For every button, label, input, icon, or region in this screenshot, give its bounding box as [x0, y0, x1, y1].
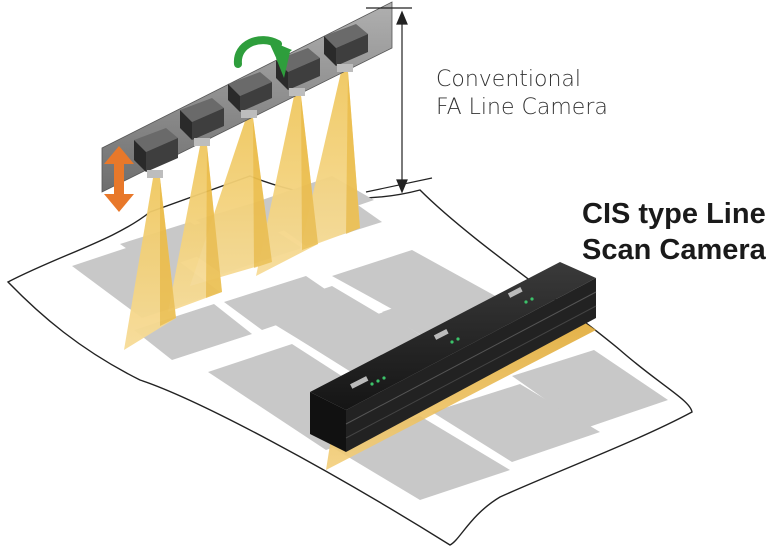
cis-light-beam	[326, 316, 596, 470]
cis-camera	[310, 262, 597, 452]
conventional-label-line-1: Conventional	[436, 67, 581, 92]
conventional-cameras	[134, 24, 368, 178]
conventional-light-beams	[124, 72, 360, 350]
line-camera-3	[228, 72, 272, 118]
line-camera-2	[180, 98, 224, 146]
conventional-camera-label: Conventional FA Line Camera	[436, 66, 608, 122]
working-distance-dimension	[365, 7, 433, 194]
vertical-adjust-arrow-icon	[104, 146, 134, 212]
cis-label-line-2: Scan Camera	[582, 234, 766, 266]
line-camera-5	[324, 24, 368, 72]
line-camera-1	[134, 128, 178, 178]
conventional-label-line-2: FA Line Camera	[436, 95, 608, 120]
cis-label-line-1: CIS type Line	[582, 198, 766, 230]
rotate-arrow-icon	[233, 36, 292, 78]
line-camera-4	[276, 48, 320, 96]
cis-camera-label: CIS type Line Scan Camera	[582, 196, 766, 268]
